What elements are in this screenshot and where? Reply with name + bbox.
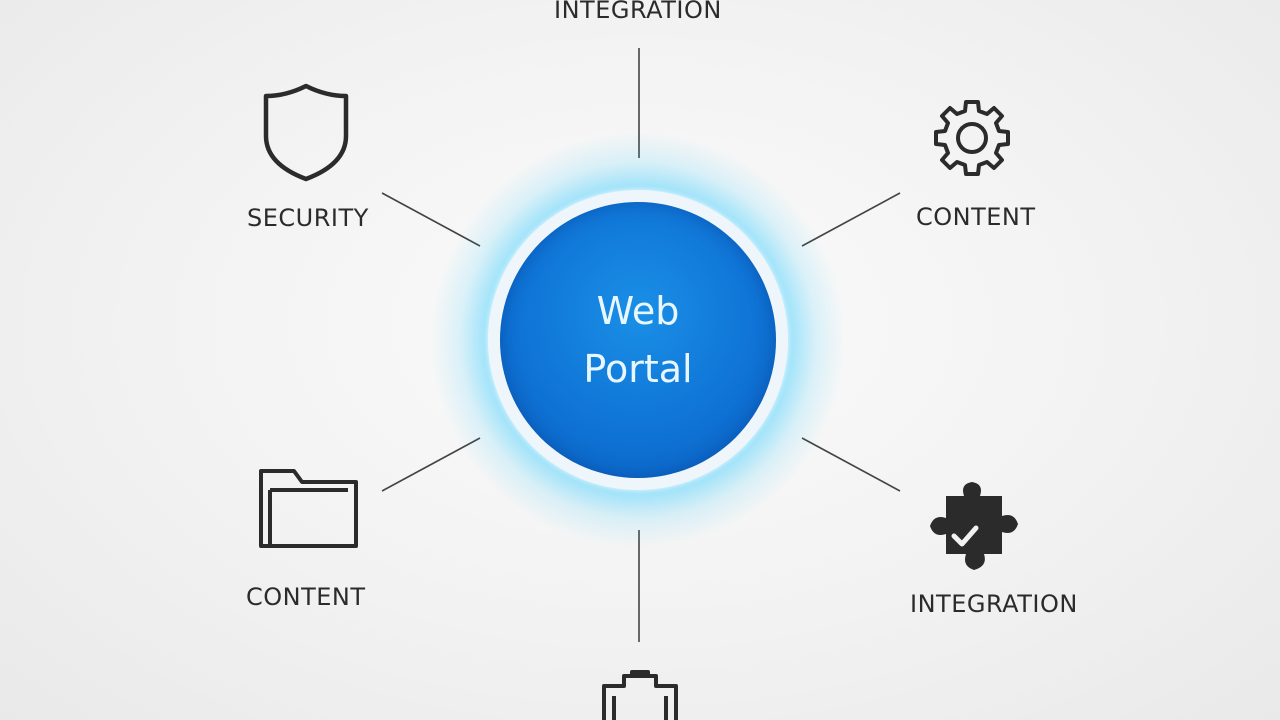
gear-icon xyxy=(934,100,1010,176)
node-label-upper-right: CONTENT xyxy=(916,203,1036,231)
hub-title: Web Portal xyxy=(538,282,738,398)
node-label-lower-left: CONTENT xyxy=(246,583,366,611)
shield-icon xyxy=(263,83,349,182)
node-label-lower-right: INTEGRATION xyxy=(910,590,1078,618)
node-label-top: INTEGRATION xyxy=(554,0,722,24)
clipboard-icon xyxy=(602,670,678,720)
node-label-upper-left: SECURITY xyxy=(247,204,369,232)
hub-title-line2: Portal xyxy=(583,347,693,391)
hub-title-line1: Web xyxy=(596,289,680,333)
puzzle-icon xyxy=(930,482,1018,570)
web-portal-hub: Web Portal xyxy=(500,202,776,478)
folder-icon xyxy=(259,469,358,548)
